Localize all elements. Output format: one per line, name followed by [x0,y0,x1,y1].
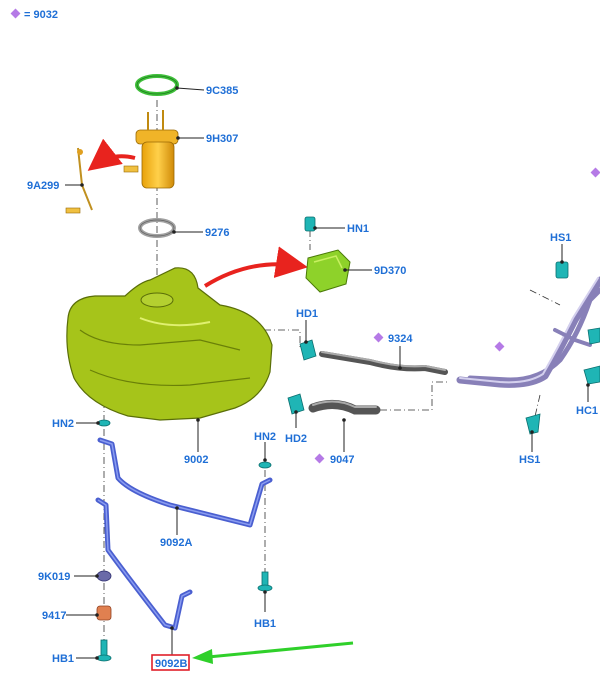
label-hs1-top[interactable]: HS1 [550,232,571,244]
label-hd2[interactable]: HD2 [285,433,307,445]
label-hb1-left[interactable]: HB1 [52,653,74,665]
level-sender-part [65,147,93,214]
lock-ring-part [135,74,179,96]
label-9092b[interactable]: 9092B [155,658,187,670]
hn1-clip-part [304,216,316,232]
highlight-9092b: 9092B [151,654,190,671]
hn2-left-washer-part [97,419,111,427]
red-arrow-pump [87,138,136,171]
9k019-nut-part [96,570,112,582]
part-labels: 9C385 9H307 9A299 9276 HN1 9D370 HS1 HD1… [27,85,598,665]
diamond-marker-icon [373,332,384,343]
leader-lines [65,86,590,660]
diamond-marker-icon [590,167,600,178]
hd2-clip-part [287,393,305,415]
legend: = 9032 [10,8,58,21]
strap-9092a-part [97,437,273,528]
legend-text: = 9032 [24,9,58,21]
filler-pipe-part [456,276,600,388]
9417-bushing-part [96,605,112,621]
label-hs1-bottom[interactable]: HS1 [519,454,540,466]
hd1-clip-part [299,339,317,361]
label-hc1[interactable]: HC1 [576,405,598,417]
label-9092a[interactable]: 9092A [160,537,192,549]
hs1-bottom-clip-part [525,413,541,435]
label-9h307[interactable]: 9H307 [206,133,238,145]
label-hd1[interactable]: HD1 [296,308,318,320]
diamond-marker-icon [314,453,325,464]
diamond-markers [314,167,600,464]
label-9324[interactable]: 9324 [388,333,413,345]
label-hn2-right[interactable]: HN2 [254,431,276,443]
green-arrow [192,641,354,664]
label-9a299[interactable]: 9A299 [27,180,59,192]
label-9276[interactable]: 9276 [205,227,229,239]
label-hn1[interactable]: HN1 [347,223,369,235]
strap-9092b-part [95,497,193,631]
fuel-tank-part [66,267,273,421]
hose-9324-part [319,351,448,375]
hs1-top-clip-part [555,261,569,279]
label-9k019[interactable]: 9K019 [38,571,70,583]
label-9417[interactable]: 9417 [42,610,66,622]
hn2-right-washer-part [258,461,272,469]
label-hn2-left[interactable]: HN2 [52,418,74,430]
label-9047[interactable]: 9047 [330,454,354,466]
label-hb1-right[interactable]: HB1 [254,618,276,630]
label-9002[interactable]: 9002 [184,454,208,466]
red-arrow-canister [203,246,308,288]
hc1-clip-part [583,327,600,385]
seal-part [138,218,176,238]
label-9c385[interactable]: 9C385 [206,85,238,97]
hose-9047-part [308,400,381,415]
label-9d370[interactable]: 9D370 [374,265,406,277]
diamond-marker-icon [10,8,21,19]
hb1-left-bolt-part [96,639,112,662]
diamond-marker-icon [494,341,505,352]
fuel-pump-part [123,110,179,189]
canister-part [305,249,351,293]
hb1-right-bolt-part [257,571,273,592]
